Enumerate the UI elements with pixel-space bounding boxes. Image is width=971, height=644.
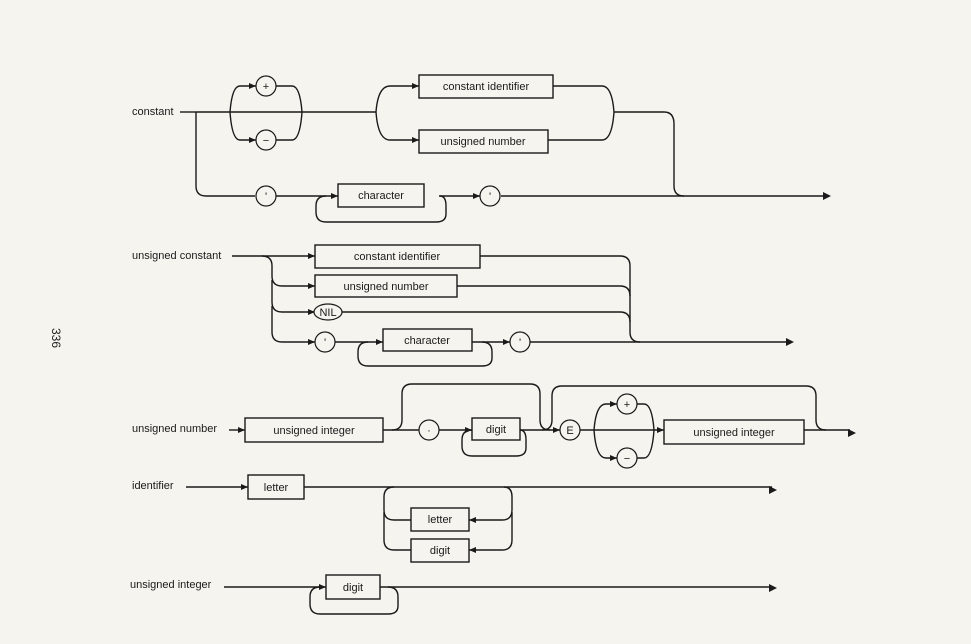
unsigned-constant-nil-terminal: NIL — [313, 303, 343, 321]
quote-symbol: ' — [265, 191, 267, 203]
unsigned-integer-digit-box: digit — [325, 574, 381, 600]
unsigned-number-e-terminal: E — [559, 419, 581, 441]
constant-constant-identifier-box: constant identifier — [418, 74, 554, 99]
unsigned-number-arrows — [238, 401, 856, 461]
constant-arrows — [249, 83, 831, 200]
constant-diagram: constant — [132, 74, 831, 223]
nil-keyword: NIL — [319, 307, 336, 319]
identifier-loop-letter-box: letter — [410, 507, 470, 532]
unsigned-number-diagram: unsigned number — [132, 383, 856, 469]
unsigned-constant-quote-open-terminal: ' — [314, 331, 336, 353]
constant-character-box: character — [337, 183, 425, 208]
unsigned-integer-label: unsigned integer — [130, 579, 212, 591]
e-symbol: E — [566, 425, 573, 437]
unsigned-integer-arrows — [319, 584, 777, 592]
plus-symbol: + — [263, 81, 269, 93]
digit-text: digit — [343, 582, 363, 594]
unsigned-constant-character-box: character — [382, 328, 473, 352]
constant-lines — [180, 85, 826, 223]
page-number: 336 — [49, 328, 63, 348]
unsigned-number-exponent-integer-box: unsigned integer — [663, 419, 805, 445]
unsigned-number-plus-terminal: + — [616, 393, 638, 415]
unsigned-constant-lines — [232, 255, 789, 367]
identifier-arrows — [241, 484, 777, 553]
identifier-loop-digit-box: digit — [410, 538, 470, 563]
unsigned-number-label: unsigned number — [132, 423, 217, 435]
digit-text: digit — [486, 424, 506, 436]
unsigned-constant-unsigned-number-box: unsigned number — [314, 274, 458, 298]
minus-symbol: − — [624, 453, 630, 465]
unsigned-number-digit-box: digit — [471, 417, 521, 441]
quote-symbol: ' — [489, 191, 491, 203]
quote-symbol: ' — [519, 337, 521, 349]
constant-label: constant — [132, 106, 174, 118]
unsigned-number-lines — [229, 383, 850, 459]
unsigned-number-text: unsigned number — [343, 281, 428, 293]
unsigned-integer-diagram: unsigned integer digit — [130, 574, 777, 615]
constant-plus-terminal: + — [255, 75, 277, 97]
unsigned-number-unsigned-integer-box: unsigned integer — [244, 417, 384, 443]
constant-minus-terminal: − — [255, 129, 277, 151]
unsigned-constant-arrows — [308, 253, 794, 346]
letter-text: letter — [264, 482, 289, 494]
dot-symbol: · — [427, 425, 431, 437]
unsigned-constant-constant-identifier-box: constant identifier — [314, 244, 481, 269]
unsigned-constant-quote-close-terminal: ' — [509, 331, 531, 353]
identifier-diagram: identifier letter letter digit — [132, 474, 777, 563]
unsigned-integer-lines — [224, 586, 772, 615]
constant-identifier-text: constant identifier — [354, 251, 441, 263]
identifier-lines — [186, 486, 772, 551]
unsigned-constant-label: unsigned constant — [132, 250, 221, 262]
constant-identifier-text: constant identifier — [443, 81, 530, 93]
character-text: character — [404, 335, 450, 347]
constant-unsigned-number-box: unsigned number — [418, 129, 549, 154]
unsigned-constant-diagram: unsigned constant constant id — [132, 244, 794, 367]
minus-symbol: − — [263, 135, 269, 147]
identifier-label: identifier — [132, 480, 174, 492]
digit-text: digit — [430, 545, 450, 557]
identifier-letter-box: letter — [247, 474, 305, 500]
constant-quote-open-terminal: ' — [255, 185, 277, 207]
quote-symbol: ' — [324, 337, 326, 349]
unsigned-number-minus-terminal: − — [616, 447, 638, 469]
unsigned-integer-text: unsigned integer — [693, 427, 775, 439]
unsigned-integer-text: unsigned integer — [273, 425, 355, 437]
letter-text: letter — [428, 514, 453, 526]
constant-quote-close-terminal: ' — [479, 185, 501, 207]
character-text: character — [358, 190, 404, 202]
unsigned-number-dot-terminal: · — [418, 419, 440, 441]
plus-symbol: + — [624, 399, 630, 411]
unsigned-number-text: unsigned number — [440, 136, 525, 148]
